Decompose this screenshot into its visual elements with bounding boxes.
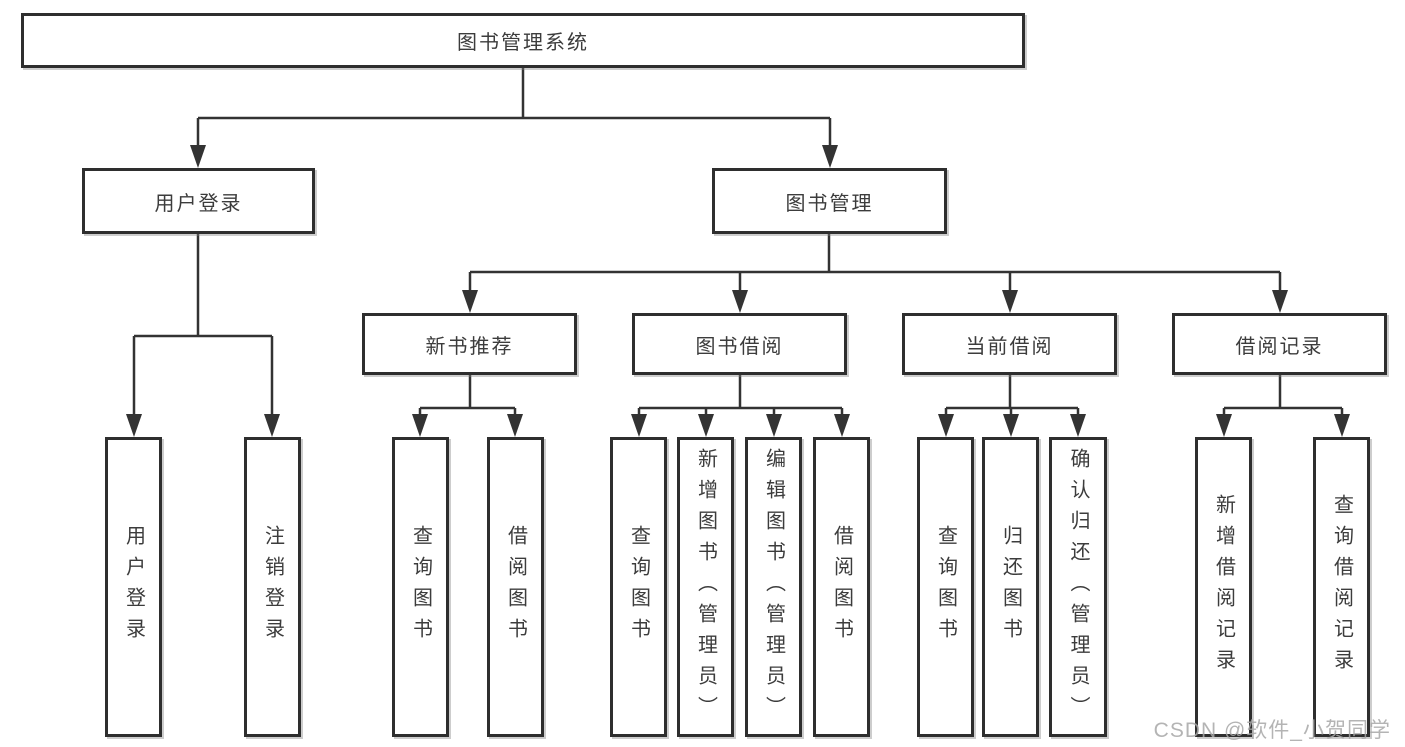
node-new-book-recommend: 新书推荐 <box>362 313 577 375</box>
leaf-query-borrow-record: 查询借阅记录 <box>1313 437 1370 737</box>
node-current-borrowing: 当前借阅 <box>902 313 1117 375</box>
leaf-query-borrow-record-label: 查询借阅记录 <box>1330 494 1353 680</box>
node-new-book-recommend-label: 新书推荐 <box>425 335 514 358</box>
csdn-watermark: CSDN @软件_小贺同学 <box>1153 719 1391 742</box>
leaf-borrowing-query-books: 查询图书 <box>610 437 667 737</box>
node-user-login: 用户登录 <box>82 168 315 234</box>
node-library-system-label: 图书管理系统 <box>457 32 589 54</box>
leaf-confirm-return-admin: 确认归还（管理员） <box>1049 437 1107 737</box>
leaf-add-borrow-record: 新增借阅记录 <box>1195 437 1252 737</box>
leaf-add-books-admin: 新增图书（管理员） <box>677 437 734 737</box>
leaf-recommend-borrow-books-label: 借阅图书 <box>504 525 527 649</box>
node-borrowing-records: 借阅记录 <box>1172 313 1387 375</box>
leaf-add-borrow-record-label: 新增借阅记录 <box>1212 494 1235 680</box>
leaf-logout: 注销登录 <box>244 437 301 737</box>
leaf-logout-label: 注销登录 <box>261 525 284 649</box>
node-user-login-label: 用户登录 <box>154 192 243 215</box>
leaf-confirm-return-admin-label: 确认归还（管理员） <box>1067 447 1089 727</box>
leaf-borrowing-borrow-books-label: 借阅图书 <box>830 525 853 649</box>
node-book-borrowing: 图书借阅 <box>632 313 847 375</box>
leaf-current-query-books: 查询图书 <box>917 437 974 737</box>
leaf-current-query-books-label: 查询图书 <box>934 525 957 649</box>
leaf-recommend-query-books-label: 查询图书 <box>409 525 432 649</box>
leaf-recommend-borrow-books: 借阅图书 <box>487 437 544 737</box>
node-book-borrowing-label: 图书借阅 <box>695 335 784 358</box>
leaf-recommend-query-books: 查询图书 <box>392 437 449 737</box>
node-book-management: 图书管理 <box>712 168 947 234</box>
node-borrowing-records-label: 借阅记录 <box>1235 335 1324 358</box>
leaf-edit-books-admin-label: 编辑图书（管理员） <box>762 447 785 727</box>
leaf-user-login-label: 用户登录 <box>122 525 145 649</box>
leaf-borrowing-borrow-books: 借阅图书 <box>813 437 870 737</box>
leaf-edit-books-admin: 编辑图书（管理员） <box>745 437 802 737</box>
node-book-management-label: 图书管理 <box>785 192 874 215</box>
node-current-borrowing-label: 当前借阅 <box>965 335 1054 358</box>
leaf-return-books-label: 归还图书 <box>999 525 1022 649</box>
leaf-return-books: 归还图书 <box>982 437 1039 737</box>
leaf-user-login: 用户登录 <box>105 437 162 737</box>
leaf-borrowing-query-books-label: 查询图书 <box>627 525 650 649</box>
leaf-add-books-admin-label: 新增图书（管理员） <box>694 447 717 727</box>
node-library-system: 图书管理系统 <box>21 13 1025 68</box>
